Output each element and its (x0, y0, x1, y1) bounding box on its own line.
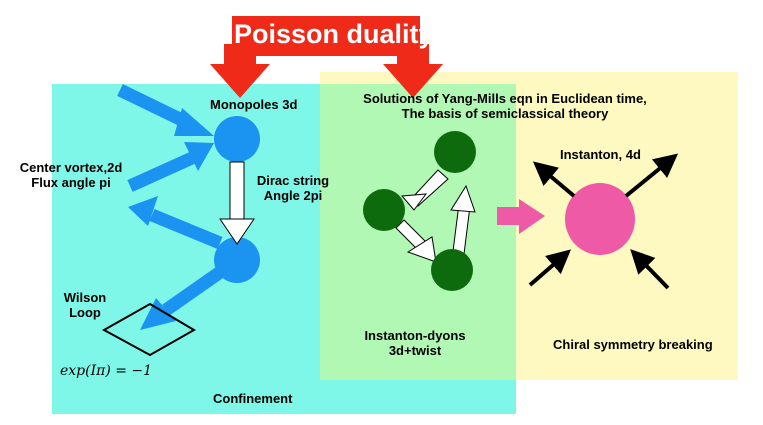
black-arrow-in-bottom-right (630, 249, 670, 290)
dirac-string-line1: Dirac string (256, 173, 330, 188)
black-arrow-up-right (624, 153, 679, 198)
dyons-label: Instanton-dyons 3d+twist (350, 328, 480, 358)
center-vortex-label: Center vortex,2d Flux angle pi (14, 160, 128, 190)
dyon-arrow-top-to-left (400, 169, 449, 211)
poisson-duality-title: Poisson duality (234, 19, 434, 49)
wilson-loop (101, 302, 196, 357)
semiclassical-title-line2: The basis of semiclassical theory (401, 106, 609, 121)
dirac-string-label: Dirac string Angle 2pi (250, 173, 336, 203)
wilson-loop-label: Wilson Loop (50, 290, 120, 320)
center-vortex-line1: Center vortex,2d (19, 160, 123, 175)
euler-formula: exp(Iπ) = −1 (60, 363, 153, 379)
black-arrow-in-bottom-left (528, 249, 572, 287)
blue-arrow-in-left-head (184, 142, 214, 171)
confinement-label: Confinement (213, 391, 293, 406)
blue-arrow-in-left (127, 152, 195, 192)
instanton-label: Instanton, 4d (560, 147, 641, 162)
semiclassical-title: Solutions of Yang-Mills eqn in Euclidean… (340, 91, 670, 121)
pink-arrow (497, 199, 545, 234)
dirac-string-arrow (219, 161, 255, 245)
dyon-arrow-left-to-right (395, 219, 437, 263)
black-arrow-up-left (532, 161, 576, 198)
blue-arrow-out-left (149, 208, 223, 250)
dyon-top (434, 131, 476, 173)
dyons-line1: Instanton-dyons (364, 328, 466, 343)
monopoles-label: Monopoles 3d (210, 97, 298, 112)
dirac-string-line2: Angle 2pi (263, 188, 323, 203)
blue-arrow-to-loop (162, 262, 230, 316)
poisson-duality-banner (210, 16, 443, 98)
blue-arrow-in-top (117, 84, 191, 129)
blue-arrow-to-loop-head (140, 298, 176, 330)
overlap-region (320, 84, 516, 380)
wilson-line1: Wilson (63, 290, 107, 305)
monopole-bottom (214, 237, 260, 283)
center-vortex-line2: Flux angle pi (31, 175, 111, 190)
monopole-top (214, 116, 260, 162)
wilson-line2: Loop (69, 305, 101, 320)
dyon-left (363, 189, 405, 231)
blue-arrow-in-top-head (174, 108, 214, 136)
semiclassical-title-line1: Solutions of Yang-Mills eqn in Euclidean… (363, 91, 647, 106)
blue-arrow-out-left-head (128, 196, 158, 226)
dyon-right (431, 249, 473, 291)
chiral-symmetry-label: Chiral symmetry breaking (553, 337, 713, 352)
instanton (565, 183, 635, 255)
dyons-line2: 3d+twist (388, 343, 442, 358)
